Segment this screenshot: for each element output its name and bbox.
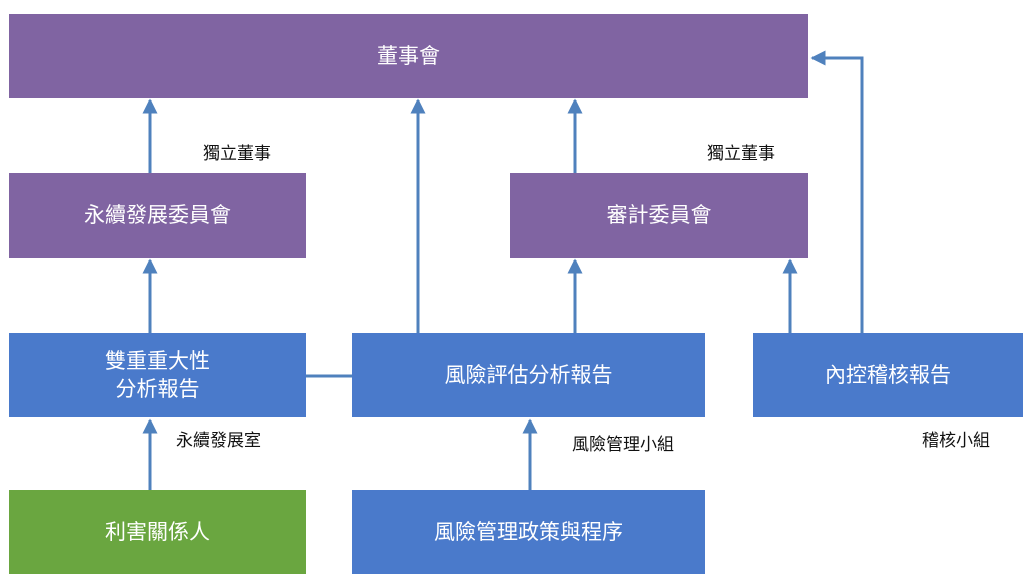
sustainability-office-label: 永續發展室 (176, 431, 261, 451)
risk-assessment-label: 風險評估分析報告 (444, 362, 613, 387)
materiality-report-label-line2: 分析報告 (115, 377, 200, 401)
sustainability-committee-label: 永續發展委員會 (84, 203, 231, 228)
arrow-internal-control-to-board (810, 50, 864, 333)
materiality-report-label-line1: 雙重重大性 (105, 348, 210, 373)
stakeholders-box: 利害關係人 (9, 490, 306, 574)
audit-committee-label: 審計委員會 (606, 203, 712, 228)
sustainability-committee-box: 永續發展委員會 (9, 173, 306, 258)
independent-director-label-left: 獨立董事 (203, 144, 271, 164)
board-label: 董事會 (377, 43, 440, 68)
stakeholders-label: 利害關係人 (105, 519, 210, 544)
independent-director-label-right: 獨立董事 (707, 144, 775, 164)
materiality-report-box: 雙重重大性 分析報告 (9, 333, 306, 417)
audit-committee-box: 審計委員會 (510, 173, 808, 258)
risk-policy-box: 風險管理政策與程序 (352, 490, 705, 574)
audit-team-label: 稽核小組 (922, 431, 990, 451)
risk-assessment-box: 風險評估分析報告 (352, 333, 705, 417)
risk-policy-label: 風險管理政策與程序 (434, 519, 623, 544)
internal-control-box: 內控稽核報告 (753, 333, 1023, 417)
internal-control-label: 內控稽核報告 (825, 362, 951, 387)
board-box: 董事會 (9, 14, 808, 98)
risk-team-label: 風險管理小組 (572, 435, 674, 455)
